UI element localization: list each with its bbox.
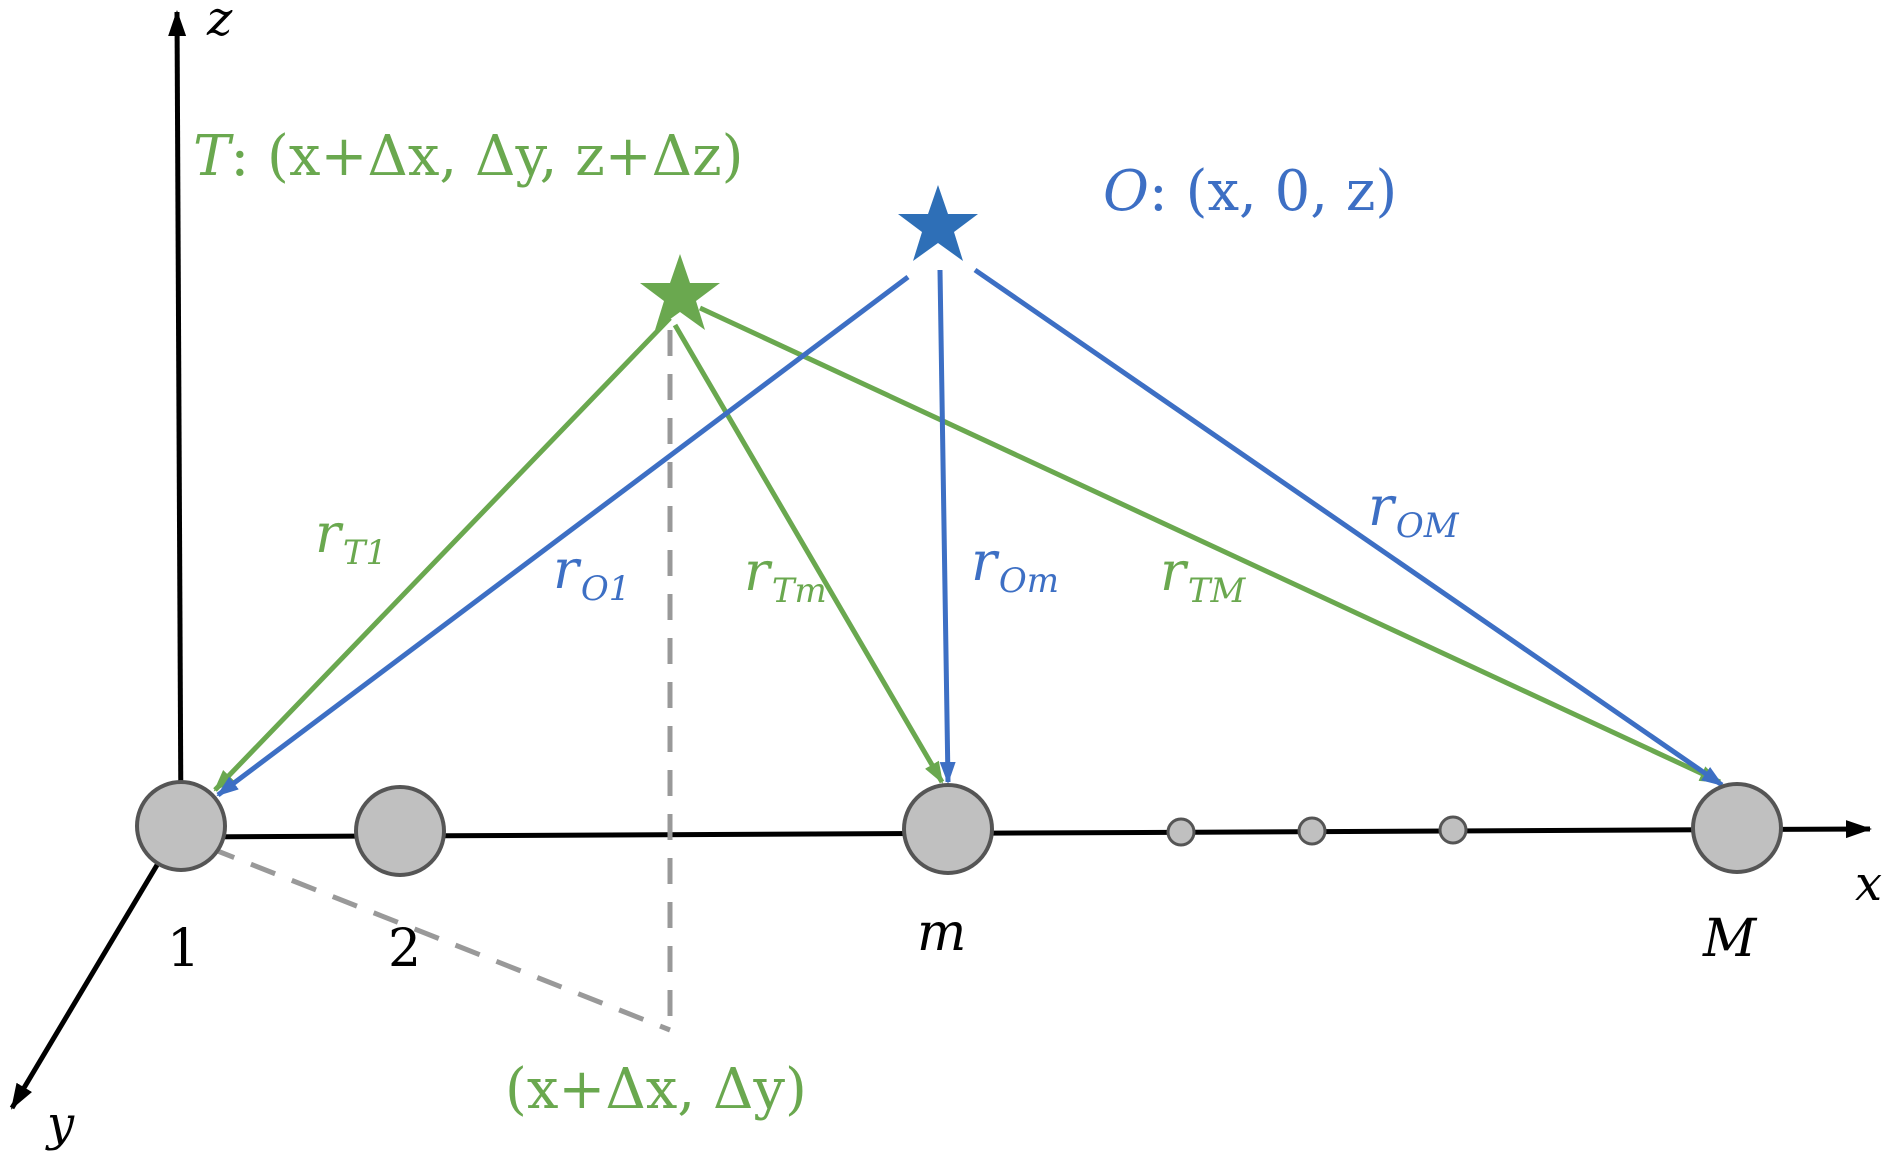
sensor-label-2: 2 <box>388 919 421 979</box>
ray-OM <box>973 267 1724 788</box>
sensor-2 <box>354 785 446 877</box>
sensor-m <box>902 783 994 875</box>
origin-label: O: (x, 0, z) <box>1103 159 1397 224</box>
ray-T1 <box>213 316 672 792</box>
distance-label-rO1: rO1 <box>553 538 630 609</box>
sensor-M <box>1691 782 1783 874</box>
distance-label-rTm: rTm <box>744 540 827 611</box>
target-label: T: (x+Δx, Δy, z+Δz) <box>193 124 743 189</box>
ellipsis-dot-2 <box>1297 816 1327 846</box>
y-axis-label: y <box>45 1096 75 1152</box>
distance-label-rT1: rT1 <box>315 502 387 573</box>
origin-star-icon <box>898 185 978 261</box>
ray-Om <box>937 269 956 784</box>
sensor-label-1: 1 <box>167 919 200 979</box>
distance-label-rOm: rOm <box>971 530 1059 601</box>
sensor-label-m: m <box>917 903 966 963</box>
distance-label-rOM: rOM <box>1368 475 1460 546</box>
x-axis <box>180 820 1872 840</box>
ray-TM <box>698 305 1722 785</box>
ray-Tm <box>672 323 945 784</box>
z-axis <box>168 10 187 833</box>
projection-label: (x+Δx, Δy) <box>505 1057 807 1122</box>
projection-diagonal-dashed <box>209 845 671 1033</box>
distance-label-rTM: rTM <box>1160 540 1247 611</box>
sensor-1 <box>135 780 227 872</box>
ray-O1 <box>216 275 910 797</box>
y-axis <box>9 853 166 1110</box>
sensor-label-M: M <box>1702 909 1758 969</box>
ellipsis-dot-1 <box>1166 817 1196 847</box>
x-axis-label: x <box>1855 856 1882 912</box>
target-star-icon <box>640 254 720 330</box>
ellipsis-dot-3 <box>1438 815 1468 845</box>
z-axis-label: z <box>206 0 233 47</box>
